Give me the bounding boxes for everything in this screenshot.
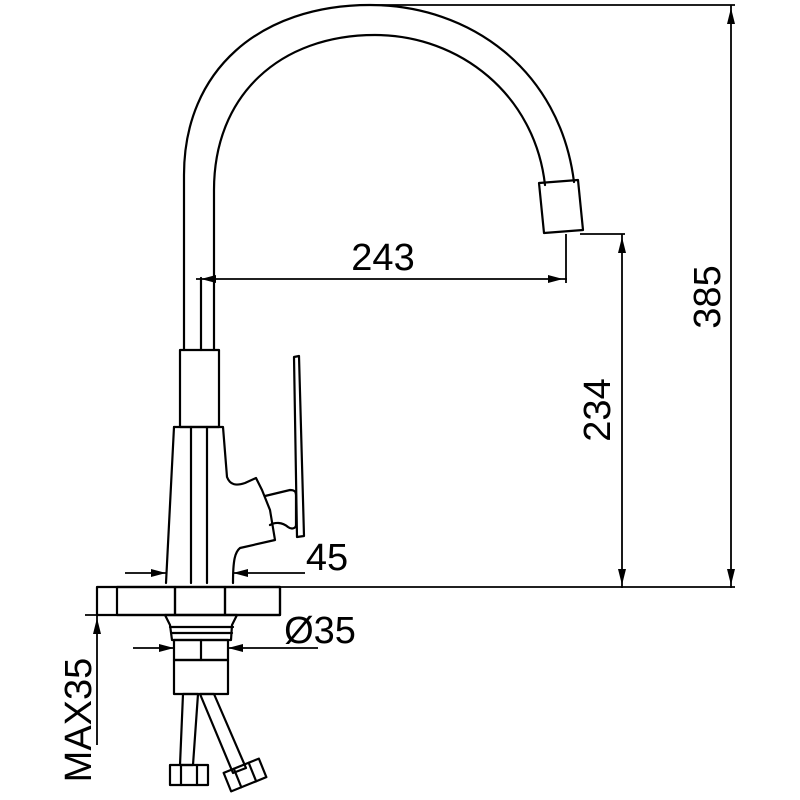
dimension-label-45: 45 xyxy=(306,537,348,579)
dimension-385: 385 xyxy=(370,4,735,588)
aerator xyxy=(537,178,585,235)
countertop-section xyxy=(95,585,282,617)
dimension-label-max35: MAX35 xyxy=(58,658,100,783)
faucet-body xyxy=(164,348,277,585)
hose-nut-right xyxy=(222,757,268,793)
spout xyxy=(182,3,576,352)
dimension-max35: MAX35 xyxy=(58,587,117,782)
dimension-45: 45 xyxy=(125,537,348,579)
dimension-label-243: 243 xyxy=(351,237,414,279)
dimension-diameter-35: Ø35 xyxy=(133,610,356,652)
supply-hoses xyxy=(168,692,268,793)
dimension-243: 243 xyxy=(196,234,567,283)
dimension-label-385: 385 xyxy=(687,265,729,328)
dimension-234: 234 xyxy=(577,233,626,588)
dimension-label-234: 234 xyxy=(577,378,619,441)
mounting-shank xyxy=(163,613,239,696)
hose-nut-left xyxy=(168,763,210,787)
dimension-label-diameter-35: Ø35 xyxy=(284,610,356,652)
lever-handle xyxy=(263,354,306,539)
